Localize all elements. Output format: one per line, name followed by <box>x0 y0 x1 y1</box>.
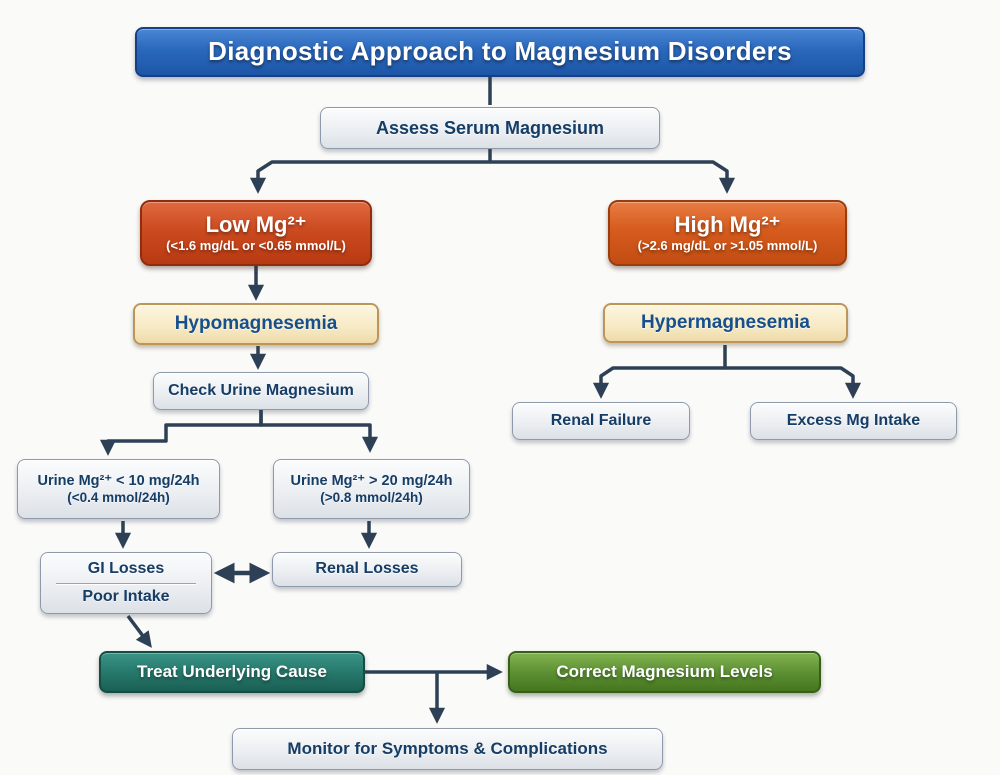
node-label: Urine Mg²⁺ > 20 mg/24h <box>290 472 453 489</box>
node-correct-magnesium-levels: Correct Magnesium Levels <box>508 651 821 693</box>
node-label: Renal Losses <box>315 560 419 578</box>
node-low-mg: Low Mg²⁺ (<1.6 mg/dL or <0.65 mmol/L) <box>140 200 372 266</box>
node-label: Low Mg²⁺ <box>205 212 307 238</box>
node-urine-mg-low: Urine Mg²⁺ < 10 mg/24h (<0.4 mmol/24h) <box>17 459 220 519</box>
node-renal-failure: Renal Failure <box>512 402 690 440</box>
node-label: Correct Magnesium Levels <box>556 662 773 682</box>
page-title: Diagnostic Approach to Magnesium Disorde… <box>135 27 865 77</box>
page-title-label: Diagnostic Approach to Magnesium Disorde… <box>208 36 792 67</box>
node-sublabel: (>2.6 mg/dL or >1.05 mmol/L) <box>637 237 818 253</box>
node-hypomagnesemia: Hypomagnesemia <box>133 303 379 345</box>
edge-checkurine-urinehigh <box>259 410 379 453</box>
node-label: High Mg²⁺ <box>674 212 781 238</box>
edge-checkurine-urinelow <box>99 410 263 456</box>
node-label: Assess Serum Magnesium <box>375 117 605 138</box>
node-label: Excess Mg Intake <box>786 411 921 429</box>
node-sublabel: (<1.6 mg/dL or <0.65 mmol/L) <box>166 237 346 253</box>
node-urine-mg-high: Urine Mg²⁺ > 20 mg/24h (>0.8 mmol/24h) <box>273 459 470 519</box>
node-label: Check Urine Magnesium <box>168 381 354 399</box>
divider-line <box>56 582 196 584</box>
node-excess-mg-intake: Excess Mg Intake <box>750 402 957 440</box>
node-label: Hypermagnesemia <box>641 312 810 334</box>
node-label: Treat Underlying Cause <box>137 662 327 682</box>
node-label-gi-losses: GI Losses <box>87 560 165 578</box>
node-assess-serum-magnesium: Assess Serum Magnesium <box>320 107 660 149</box>
node-treat-underlying-cause: Treat Underlying Cause <box>99 651 365 693</box>
edge-hypermagnesemia-excessmg <box>725 366 862 399</box>
edge-gilosses-treat <box>126 614 152 648</box>
node-monitor-symptoms: Monitor for Symptoms & Complications <box>232 728 663 770</box>
node-hypermagnesemia: Hypermagnesemia <box>603 303 848 343</box>
node-label: Renal Failure <box>550 411 652 429</box>
node-gi-losses-poor-intake: GI Losses Poor Intake <box>40 552 212 614</box>
node-label: Urine Mg²⁺ < 10 mg/24h <box>37 472 200 489</box>
node-high-mg: High Mg²⁺ (>2.6 mg/dL or >1.05 mmol/L) <box>608 200 847 266</box>
edge-assess-lowmg <box>249 149 492 194</box>
node-renal-losses: Renal Losses <box>272 552 462 587</box>
node-label: Hypomagnesemia <box>174 313 338 335</box>
node-sublabel: (<0.4 mmol/24h) <box>67 489 170 505</box>
node-label: Monitor for Symptoms & Complications <box>287 739 608 759</box>
node-check-urine-magnesium: Check Urine Magnesium <box>153 372 369 410</box>
edge-assess-highmg <box>490 160 736 194</box>
node-sublabel: (>0.8 mmol/24h) <box>320 489 423 505</box>
edge-hypermagnesemia-renalfailure <box>592 345 727 399</box>
node-label-poor-intake: Poor Intake <box>82 587 170 605</box>
